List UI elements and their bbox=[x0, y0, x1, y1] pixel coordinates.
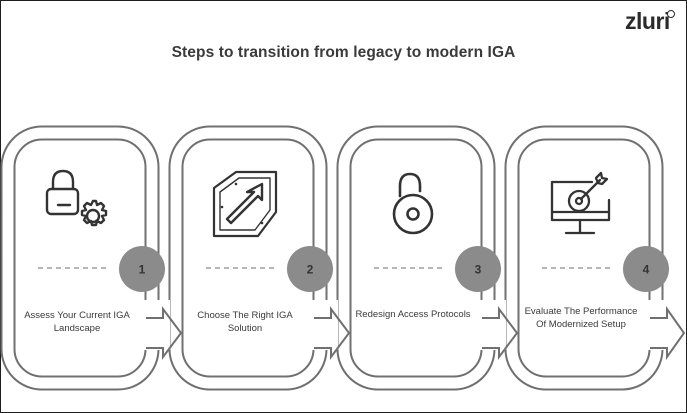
step-3-number: 3 bbox=[475, 263, 482, 277]
upward-arrow-icon bbox=[212, 170, 278, 238]
step-4-arrow-icon bbox=[650, 305, 686, 361]
step-2-badge: 2 bbox=[287, 246, 333, 292]
step-1-arrow-icon bbox=[146, 306, 183, 360]
step-1-label: Assess Your Current IGA Landscape bbox=[24, 310, 130, 334]
step-3-label: Redesign Access Protocols bbox=[355, 309, 471, 320]
step-4-badge: 4 bbox=[623, 246, 669, 292]
step-2-number: 2 bbox=[307, 263, 314, 277]
step-1-number: 1 bbox=[139, 263, 146, 277]
step-3-badge: 3 bbox=[455, 246, 501, 292]
logo-dot-icon bbox=[667, 10, 675, 18]
monitor-target-icon bbox=[550, 171, 611, 235]
step-1-badge: 1 bbox=[119, 246, 165, 292]
step-4-label: Evaluate The Performance Of Modernized S… bbox=[524, 306, 638, 330]
step-2-arrow-icon bbox=[314, 306, 351, 360]
lock-gear-icon bbox=[45, 169, 108, 227]
step-4-number: 4 bbox=[643, 263, 650, 277]
step-3-arrow-icon bbox=[482, 306, 519, 360]
zluri-logo: zluri bbox=[625, 8, 670, 34]
step-2-label: Choose The Right IGA Solution bbox=[197, 310, 293, 334]
open-padlock-icon bbox=[392, 172, 434, 235]
page-title: Steps to transition from legacy to moder… bbox=[171, 44, 516, 61]
